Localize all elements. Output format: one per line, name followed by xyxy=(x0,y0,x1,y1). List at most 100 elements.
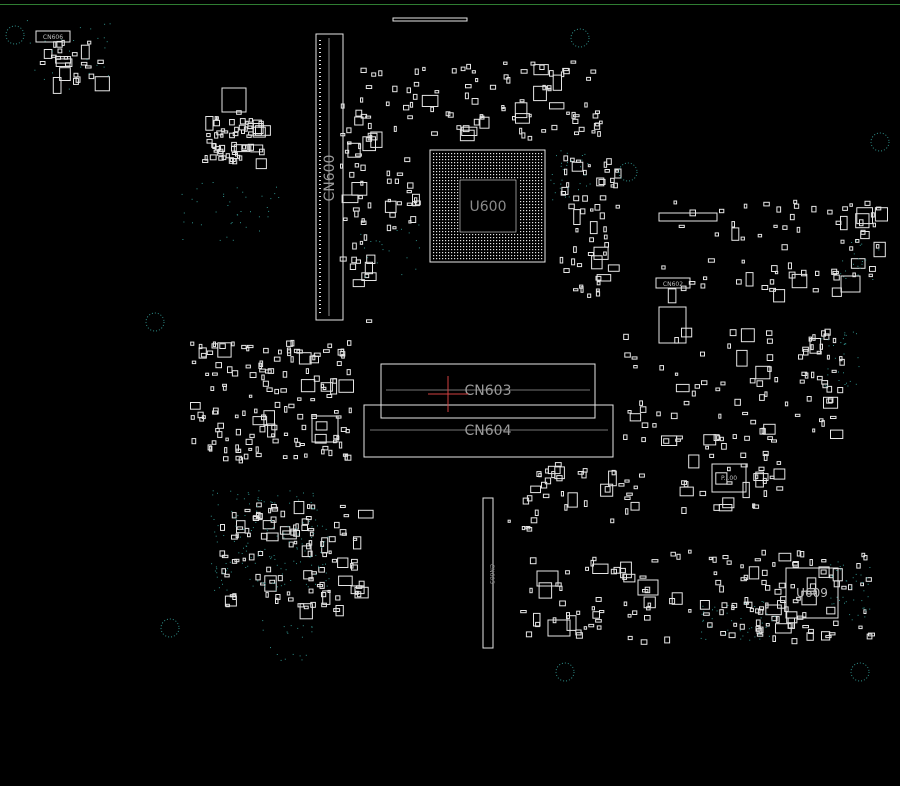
smd-component xyxy=(282,455,288,460)
pad-dot xyxy=(370,241,372,242)
u600-chip[interactable] xyxy=(429,149,546,263)
u609-chip[interactable] xyxy=(785,567,839,619)
pad-dot xyxy=(225,563,227,564)
smd-component xyxy=(406,190,412,194)
smd-component xyxy=(816,350,822,355)
bga-pin xyxy=(529,252,531,254)
pad-dot xyxy=(305,583,307,585)
smd-component xyxy=(211,143,216,148)
smd-component xyxy=(699,600,710,610)
smd-component xyxy=(708,556,713,561)
smd-component xyxy=(530,517,538,524)
pad-dot xyxy=(401,274,403,276)
bga-pin xyxy=(484,171,486,173)
bga-pin xyxy=(532,219,534,221)
bga-pin xyxy=(514,174,516,176)
pad-dot xyxy=(107,75,109,77)
smd-component xyxy=(220,524,225,531)
bga-pin xyxy=(463,243,465,245)
smd-component xyxy=(200,352,207,358)
smd-component xyxy=(798,354,804,360)
smd-component xyxy=(863,555,868,561)
cn603-connector[interactable] xyxy=(380,363,596,419)
pad-dot xyxy=(744,602,746,604)
smd-component xyxy=(335,605,344,617)
pad-dot xyxy=(226,570,228,572)
smd-component xyxy=(876,206,882,211)
bga-pin xyxy=(436,237,438,239)
bga-pin xyxy=(514,171,516,173)
pad-dot xyxy=(844,384,846,385)
smd-component xyxy=(681,480,687,485)
smd-component xyxy=(549,102,565,110)
cn606-connector[interactable] xyxy=(35,30,71,43)
bga-pin xyxy=(520,249,522,251)
pad-dot xyxy=(257,580,259,582)
smd-component xyxy=(639,575,647,579)
smd-component xyxy=(573,195,580,202)
bga-pin xyxy=(505,246,507,248)
bga-pin xyxy=(487,240,489,242)
pad-dot xyxy=(367,257,369,259)
pad-dot xyxy=(106,41,108,43)
bga-pin xyxy=(532,174,534,176)
bga-pin xyxy=(484,252,486,254)
smd-component xyxy=(667,288,677,304)
bga-pin xyxy=(463,249,465,251)
smd-component xyxy=(771,265,778,273)
bga-pin xyxy=(442,198,444,200)
smd-component xyxy=(774,377,779,383)
bga-pin xyxy=(472,252,474,254)
bga-pin xyxy=(448,201,450,203)
smd-component xyxy=(577,471,584,475)
pad-dot xyxy=(857,265,859,267)
bga-pin xyxy=(466,252,468,254)
smd-component xyxy=(563,155,569,162)
bga-pin xyxy=(508,249,510,251)
smd-component xyxy=(206,133,211,138)
smd-component xyxy=(806,632,814,641)
bga-pin xyxy=(523,237,525,239)
pad-dot xyxy=(325,528,327,530)
smd-component xyxy=(280,388,287,393)
smd-component xyxy=(211,343,219,349)
bga-pin xyxy=(457,252,459,254)
smd-component xyxy=(793,199,798,204)
bga-pin xyxy=(538,195,540,197)
bga-pin xyxy=(541,240,543,242)
p00-part[interactable] xyxy=(711,463,747,493)
smd-component xyxy=(519,127,523,135)
bga-pin xyxy=(457,246,459,248)
bga-pin xyxy=(451,159,453,161)
smd-component xyxy=(688,549,692,554)
smd-component xyxy=(744,435,750,441)
pad-dot xyxy=(278,197,280,198)
pad-dot xyxy=(830,564,832,566)
bga-pin xyxy=(529,186,531,188)
smd-component xyxy=(396,172,404,176)
smd-component xyxy=(720,381,726,386)
cn605-connector[interactable] xyxy=(482,497,494,649)
bga-pin xyxy=(436,249,438,251)
smd-component xyxy=(214,132,219,139)
bga-pin xyxy=(535,168,537,170)
bga-pin xyxy=(436,258,438,260)
pad-dot xyxy=(832,576,833,578)
bga-pin xyxy=(442,177,444,179)
bga-pin xyxy=(439,195,441,197)
bga-pin xyxy=(442,168,444,170)
cn600-connector[interactable] xyxy=(315,33,344,321)
bga-pin xyxy=(514,177,516,179)
smd-component xyxy=(787,622,794,629)
cn604-connector[interactable] xyxy=(363,404,614,458)
connector-pin xyxy=(319,272,321,273)
bga-pin xyxy=(523,180,525,182)
pad-dot xyxy=(229,561,231,563)
smd-component xyxy=(587,252,594,256)
cn602-part[interactable] xyxy=(655,277,691,289)
bga-pin xyxy=(457,156,459,158)
smd-component xyxy=(315,421,328,431)
bga-pin xyxy=(526,252,528,254)
pad-dot xyxy=(863,590,865,592)
